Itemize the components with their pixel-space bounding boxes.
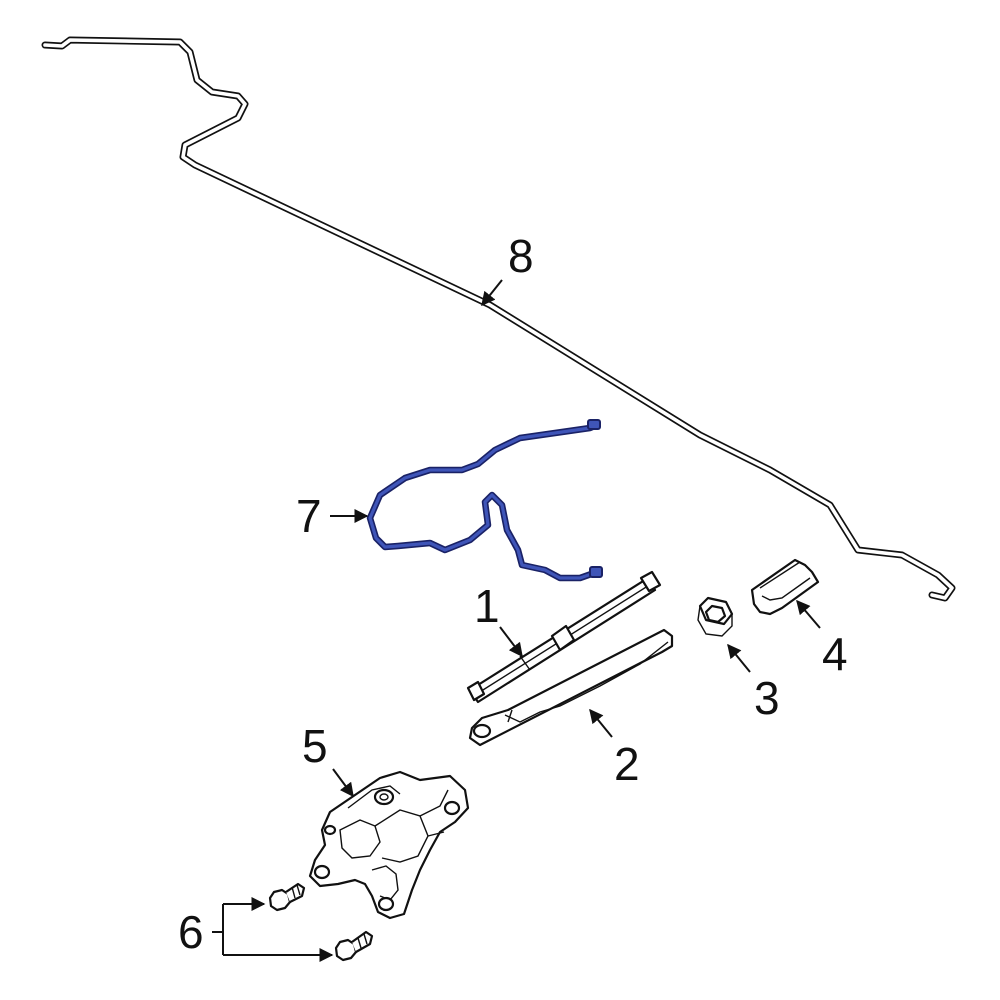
- cap-part-4[interactable]: [750, 558, 820, 616]
- leader-5: [332, 768, 354, 798]
- callout-8: 8: [508, 230, 534, 282]
- leader-lines: [212, 279, 821, 962]
- callout-3: 3: [754, 672, 780, 724]
- leader-2: [589, 708, 613, 738]
- washer-hose-part-8[interactable]: [41, 36, 956, 602]
- leader-4: [796, 599, 821, 629]
- leader-8: [481, 279, 503, 307]
- leader-3: [727, 643, 751, 673]
- callout-1: 1: [474, 580, 500, 632]
- callout-labels: 8 7 1 2 3 4 5 6: [178, 230, 848, 958]
- callout-2: 2: [614, 738, 640, 790]
- callout-7: 7: [296, 490, 322, 542]
- wiper-motor-part-5[interactable]: [308, 770, 470, 920]
- bolt-part-6-lower[interactable]: [334, 930, 374, 962]
- nut-part-3[interactable]: [697, 596, 734, 637]
- bolt-part-6-upper[interactable]: [268, 882, 306, 912]
- wiper-blade-part-1[interactable]: [466, 570, 662, 704]
- callout-4: 4: [822, 628, 848, 680]
- wiper-arm-part-2[interactable]: [468, 628, 674, 747]
- washer-hose-part-7[interactable]: [366, 419, 603, 582]
- leader-1: [499, 626, 523, 658]
- callout-6: 6: [178, 906, 204, 958]
- leader-6-bracket: [212, 904, 224, 955]
- callout-5: 5: [302, 720, 328, 772]
